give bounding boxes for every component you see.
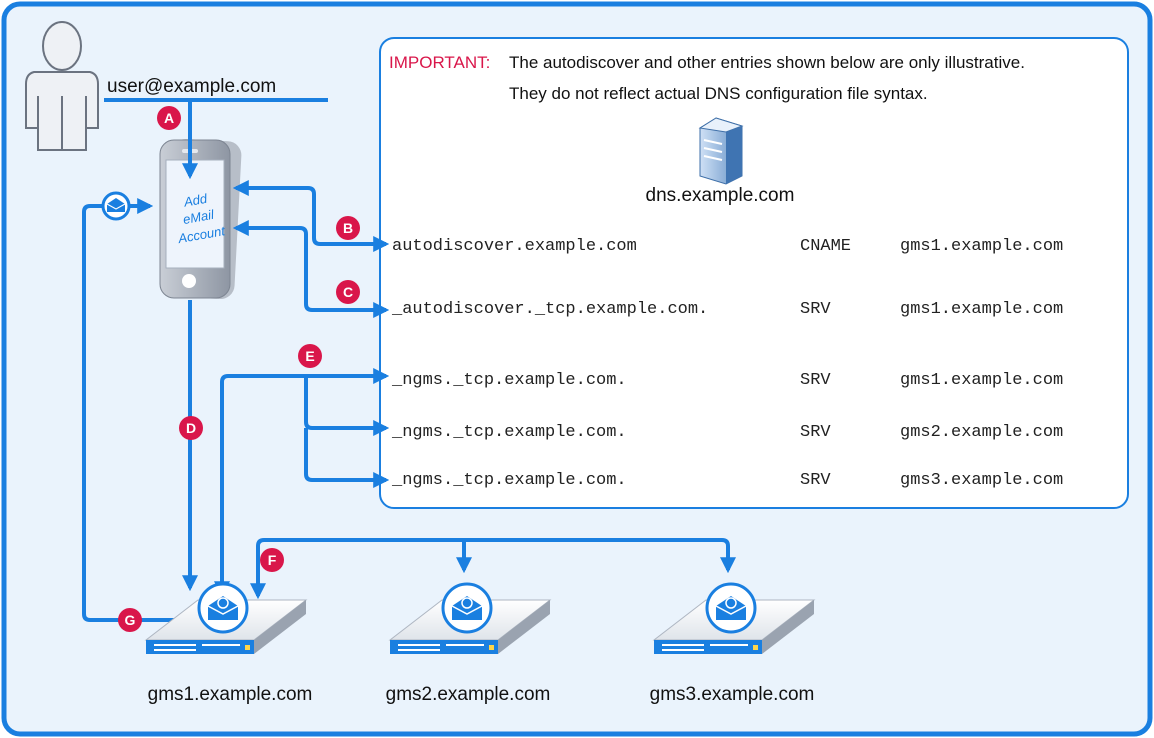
flow-e-2: [304, 376, 390, 436]
step-badge: G: [118, 608, 142, 632]
dns-record-host: autodiscover.example.com: [392, 237, 637, 256]
server-name: gms3.example.com: [650, 684, 815, 705]
dns-record-host: _ngms._tcp.example.com.: [391, 471, 627, 490]
server-icon: [388, 582, 552, 654]
step-badge: E: [298, 344, 322, 368]
step-badge-label: F: [268, 552, 277, 568]
dns-server-icon: [698, 117, 744, 185]
flow-e-return: [214, 374, 306, 598]
step-badge: D: [179, 416, 203, 440]
phone-line-2: eMail: [182, 207, 216, 227]
flow-e-3: [304, 428, 390, 488]
dns-record-host: _autodiscover._tcp.example.com.: [391, 300, 708, 319]
dns-record-type: SRV: [800, 423, 831, 442]
mail-sync-icon: [101, 191, 131, 221]
step-badge-label: C: [343, 284, 353, 300]
dns-record-row: _autodiscover._tcp.example.com. SRV gms1…: [391, 300, 1063, 319]
dns-record-type: SRV: [800, 371, 831, 390]
dns-record-target: gms2.example.com: [900, 423, 1063, 442]
dns-record-target: gms1.example.com: [900, 371, 1063, 390]
dns-record-type: CNAME: [800, 237, 851, 256]
dns-record-host: _ngms._tcp.example.com.: [391, 423, 627, 442]
dns-record-target: gms3.example.com: [900, 471, 1063, 490]
server-icon: [652, 582, 816, 654]
dns-record-type: SRV: [800, 471, 831, 490]
user-icon: [25, 21, 99, 151]
phone-line-1: Add: [182, 191, 209, 210]
dns-record-target: gms1.example.com: [900, 300, 1063, 319]
server-name: gms2.example.com: [386, 684, 551, 705]
important-line-2: They do not reflect actual DNS configura…: [509, 84, 928, 103]
dns-record-row: _ngms._tcp.example.com. SRV gms2.example…: [391, 423, 1063, 442]
important-label: IMPORTANT:: [389, 53, 490, 72]
flow-g: [82, 198, 196, 622]
step-badge-label: G: [125, 612, 136, 628]
step-badge: B: [336, 216, 360, 240]
step-badge-label: E: [305, 348, 314, 364]
dns-record-row: autodiscover.example.com CNAME gms1.exam…: [392, 237, 1063, 256]
flow-lines: [82, 100, 736, 622]
step-badge: A: [157, 106, 181, 130]
dns-record-host: _ngms._tcp.example.com.: [391, 371, 627, 390]
user-email: user@example.com: [107, 76, 276, 97]
step-badge-label: B: [343, 220, 353, 236]
flow-c: [232, 220, 390, 318]
step-badge: F: [260, 548, 284, 572]
step-badge-label: D: [186, 420, 196, 436]
server-icon: [144, 582, 308, 654]
dns-record-row: _ngms._tcp.example.com. SRV gms1.example…: [391, 371, 1063, 390]
important-line-1: The autodiscover and other entries shown…: [509, 53, 1025, 72]
dns-record-type: SRV: [800, 300, 831, 319]
dns-server-name: dns.example.com: [646, 185, 795, 206]
step-badge: C: [336, 280, 360, 304]
phone-screen-text: Add eMail Account: [176, 191, 227, 247]
step-badge-label: A: [164, 110, 174, 126]
flow-f: [250, 538, 736, 600]
dns-record-row: _ngms._tcp.example.com. SRV gms3.example…: [391, 471, 1063, 490]
flow-f-branch: [456, 538, 472, 574]
server-name: gms1.example.com: [148, 684, 313, 705]
dns-record-target: gms1.example.com: [900, 237, 1063, 256]
